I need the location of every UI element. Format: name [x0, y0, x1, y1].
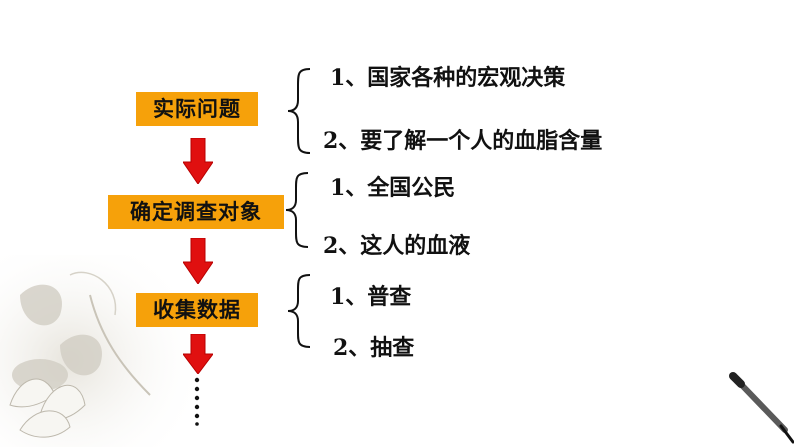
step-determine-object-box: 确定调查对象 — [108, 195, 284, 229]
brace-icon — [287, 274, 311, 348]
down-arrow-icon — [183, 238, 213, 284]
vertical-dots-icon — [194, 377, 200, 426]
problem-item-blood-lipid: 2、要了解一个人的血脂含量 — [323, 128, 603, 154]
lotus-decoration — [0, 255, 200, 447]
problem-item-macro-decision: 1、国家各种的宏观决策 — [330, 65, 566, 91]
method-item-sampling: 2、抽查 — [333, 335, 415, 361]
object-item-blood: 2、这人的血液 — [323, 233, 471, 259]
brace-icon — [287, 68, 311, 154]
step-real-problem-box: 实际问题 — [136, 92, 258, 126]
down-arrow-icon — [183, 334, 213, 374]
down-arrow-icon — [183, 138, 213, 184]
brush-decoration — [729, 372, 794, 444]
method-item-census: 1、普查 — [330, 284, 412, 310]
brace-icon — [285, 172, 309, 248]
step-collect-data-box: 收集数据 — [136, 293, 258, 327]
object-item-all-citizens: 1、全国公民 — [330, 175, 456, 201]
